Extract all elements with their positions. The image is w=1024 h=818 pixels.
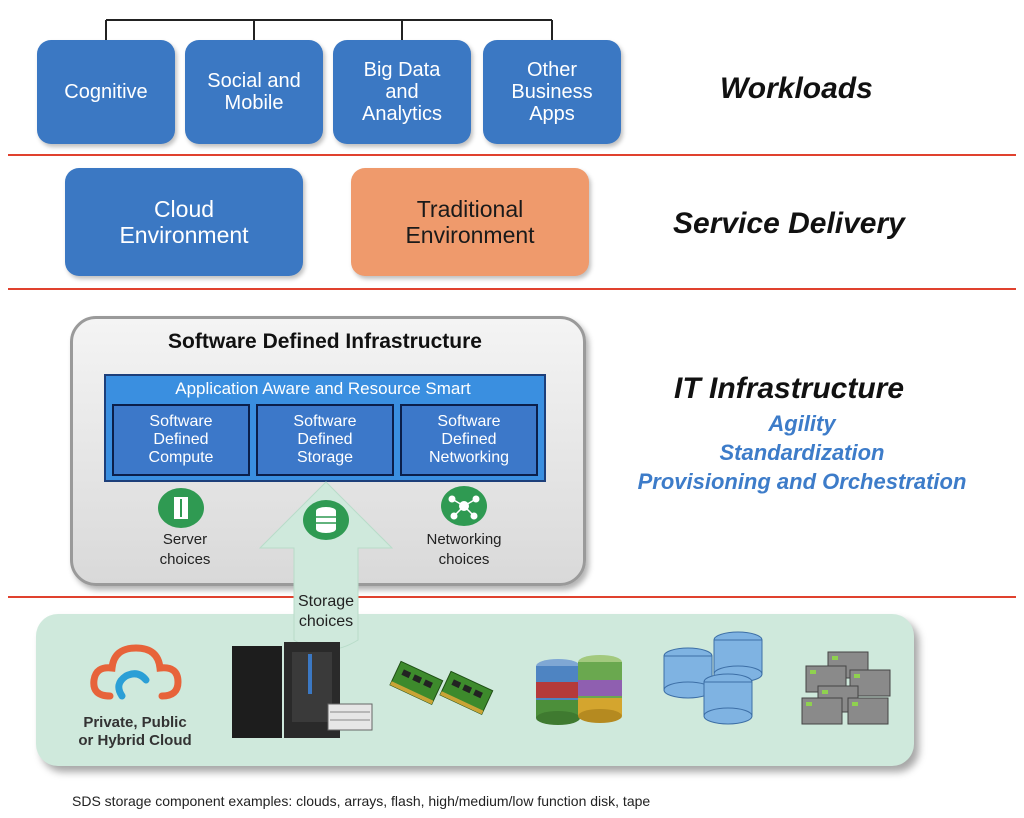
server-icon	[158, 488, 204, 528]
workload-social-mobile: Social and Mobile	[185, 40, 323, 144]
workload-connector	[105, 19, 553, 42]
workloads-title: Workloads	[720, 72, 873, 105]
workload-other-apps: Other Business Apps	[483, 40, 621, 144]
storage-icon	[303, 500, 349, 540]
service-delivery-title: Service Delivery	[673, 207, 905, 240]
disk-tiers-icon	[536, 655, 622, 725]
separator-2	[8, 288, 1016, 290]
workload-cognitive: Cognitive	[37, 40, 175, 144]
cloud-label: Private, Public or Hybrid Cloud	[78, 714, 192, 749]
networking-choices-label: Networking choices	[426, 531, 502, 568]
tape-library-icon	[801, 651, 891, 725]
separator-3	[8, 596, 1016, 598]
sd-storage-box: Software Defined Storage	[256, 404, 394, 476]
separator-1	[8, 154, 1016, 156]
server-choices-label: Server choices	[159, 531, 211, 568]
sd-compute-box: Software Defined Compute	[112, 404, 250, 476]
storage-array-icon	[232, 642, 373, 738]
sdi-title: Software Defined Infrastructure	[168, 330, 482, 353]
traditional-environment-box: Traditional Environment	[351, 168, 589, 276]
database-cluster-icon	[663, 631, 763, 725]
cloud-environment-box: Cloud Environment	[65, 168, 303, 276]
standardization-label: Standardization	[719, 440, 885, 465]
storage-choices-label: Storage choices	[297, 593, 355, 630]
cloud-icon	[90, 644, 182, 700]
provisioning-label: Provisioning and Orchestration	[637, 469, 967, 494]
it-infrastructure-title: IT Infrastructure	[674, 372, 905, 405]
footer-caption: SDS storage component examples: clouds, …	[72, 793, 651, 809]
app-aware-label: Application Aware and Resource Smart	[175, 379, 471, 398]
flash-modules-icon	[389, 660, 494, 716]
sd-networking-box: Software Defined Networking	[400, 404, 538, 476]
networking-icon	[441, 486, 487, 526]
workload-big-data: Big Data and Analytics	[333, 40, 471, 144]
agility-label: Agility	[768, 411, 836, 436]
